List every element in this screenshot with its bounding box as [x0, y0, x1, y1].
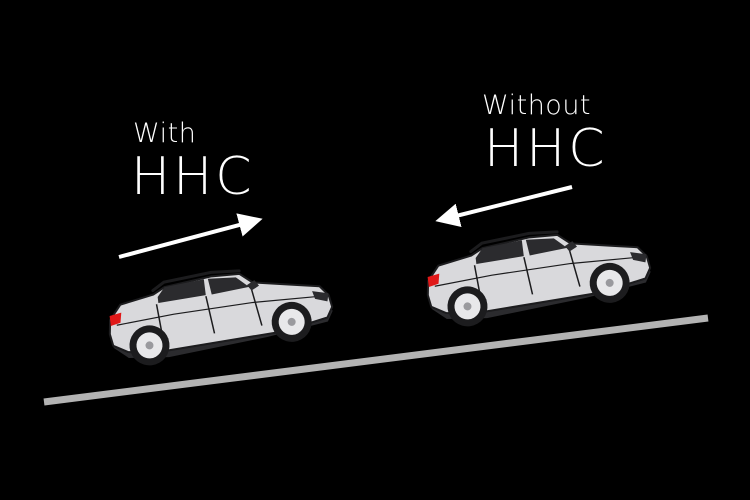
hhc-text: HHC [484, 119, 608, 179]
without-text: Without [482, 90, 592, 121]
with-hhc-label: With HHC [131, 120, 255, 203]
without-hhc-label: Without HHC [482, 92, 608, 175]
inclined-road [43, 314, 709, 406]
rollback-arrow [435, 185, 573, 227]
hhc-text: HHC [131, 147, 255, 207]
uphill-arrow [118, 213, 263, 259]
car-with-hhc [102, 256, 339, 372]
car-without-hhc [420, 217, 657, 333]
with-text: With [133, 118, 197, 149]
